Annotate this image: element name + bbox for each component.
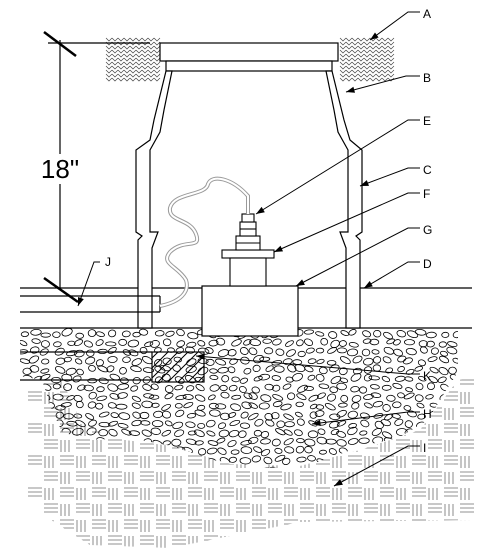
callout-letter: A (423, 7, 431, 21)
brick-support (151, 351, 205, 383)
callout-i: I (333, 441, 426, 487)
callout-leader (345, 75, 420, 93)
callout-letter: E (423, 114, 431, 128)
callout-leader (359, 167, 420, 187)
callout-letter: I (423, 441, 426, 455)
callout-leader (295, 227, 420, 287)
callout-leader (273, 192, 420, 253)
callout-b: B (345, 71, 431, 93)
callout-c: C (359, 163, 432, 187)
pipe-fitting (20, 285, 299, 337)
callout-arrowhead (196, 353, 205, 360)
callout-arrowhead (364, 281, 373, 288)
callout-leader (195, 355, 420, 375)
callout-arrowhead (360, 180, 369, 186)
callout-arrowhead (312, 419, 321, 426)
callout-a: A (369, 7, 431, 41)
valve-box-lid (159, 42, 339, 62)
callout-k: K (195, 353, 431, 383)
callout-arrowhead (346, 86, 355, 93)
callout-arrowhead (370, 32, 379, 40)
callout-leader (369, 11, 420, 41)
callout-letter: C (423, 163, 432, 177)
callout-h: H (311, 407, 432, 426)
dimension-label: 18" (41, 154, 79, 184)
callout-letter: B (423, 71, 431, 85)
callouts: A B C D E F G H I J K (77, 7, 432, 487)
callout-letter: H (423, 407, 432, 421)
callout-letter: D (423, 257, 432, 271)
quick-coupler-valve (221, 213, 275, 287)
callout-arrowhead (256, 206, 265, 214)
valve-box (135, 42, 363, 329)
callout-d: D (363, 257, 432, 289)
callout-arrowhead (78, 297, 84, 306)
callout-j: J (77, 255, 111, 307)
callout-e: E (255, 114, 431, 215)
callout-arrowhead (296, 279, 305, 286)
callout-leader (77, 261, 100, 307)
callout-letter: G (423, 223, 432, 237)
finish-grade-turf (105, 37, 395, 82)
callout-leader (333, 445, 420, 487)
callout-g: G (295, 223, 432, 287)
callout-f: F (273, 187, 430, 253)
callout-letter: K (423, 369, 431, 383)
callout-arrowhead (334, 479, 343, 486)
valve-box-collar (165, 60, 333, 72)
callout-leader (255, 119, 420, 215)
callout-letter: J (105, 255, 111, 269)
callout-letter: F (423, 187, 430, 201)
callout-arrowhead (274, 245, 283, 252)
callout-leader (311, 411, 420, 425)
callout-leader (363, 261, 420, 289)
